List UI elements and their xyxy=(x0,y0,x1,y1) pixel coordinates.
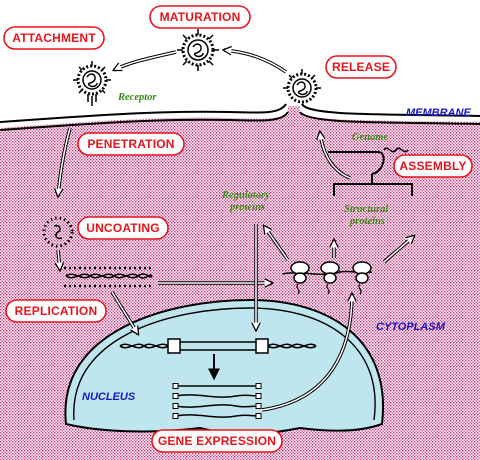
structural-proteins-label-2: proteins xyxy=(349,216,385,227)
replication-dna xyxy=(119,338,317,354)
membrane-label: MEMBRANE xyxy=(406,107,471,119)
stage-gene-expression: GENE EXPRESSION xyxy=(151,429,283,453)
svg-text:RELEASE: RELEASE xyxy=(332,60,390,74)
structural-proteins-label: Structural xyxy=(344,204,388,215)
svg-text:ATTACHMENT: ATTACHMENT xyxy=(12,31,96,45)
ribosomes-icon xyxy=(281,261,373,295)
stage-penetration: PENETRATION xyxy=(77,132,185,156)
stage-attachment: ATTACHMENT xyxy=(3,26,105,50)
virion-maturation-icon xyxy=(177,29,219,71)
genome-icon xyxy=(383,147,409,153)
viral-genome-strand xyxy=(64,266,153,288)
svg-text:PENETRATION: PENETRATION xyxy=(87,137,174,151)
virion-attachment-icon xyxy=(73,61,111,106)
stage-uncoating: UNCOATING xyxy=(77,216,169,240)
cytoplasm-label: CYTOPLASM xyxy=(376,321,446,333)
cell-membrane xyxy=(0,103,480,123)
stage-replication: REPLICATION xyxy=(5,299,107,323)
mrna-transcripts xyxy=(172,383,262,419)
svg-text:REPLICATION: REPLICATION xyxy=(15,304,98,318)
stage-assembly: ASSEMBLY xyxy=(393,154,473,178)
svg-text:MATURATION: MATURATION xyxy=(160,10,241,24)
virion-release-icon xyxy=(283,69,321,104)
receptor-label: Receptor xyxy=(117,92,157,103)
svg-text:UNCOATING: UNCOATING xyxy=(86,221,160,235)
stage-release: RELEASE xyxy=(325,55,397,79)
svg-text:GENE EXPRESSION: GENE EXPRESSION xyxy=(158,434,276,448)
nucleus-label: NUCLEUS xyxy=(82,391,136,403)
nucleus xyxy=(64,298,385,435)
genome-label: Genome xyxy=(352,132,389,143)
uncoating-particle-icon xyxy=(42,216,74,248)
svg-text:ASSEMBLY: ASSEMBLY xyxy=(399,159,466,173)
regulatory-proteins-label-2: proteins xyxy=(229,202,265,213)
regulatory-proteins-label: Regulatory xyxy=(221,190,270,201)
stage-maturation: MATURATION xyxy=(149,5,251,29)
